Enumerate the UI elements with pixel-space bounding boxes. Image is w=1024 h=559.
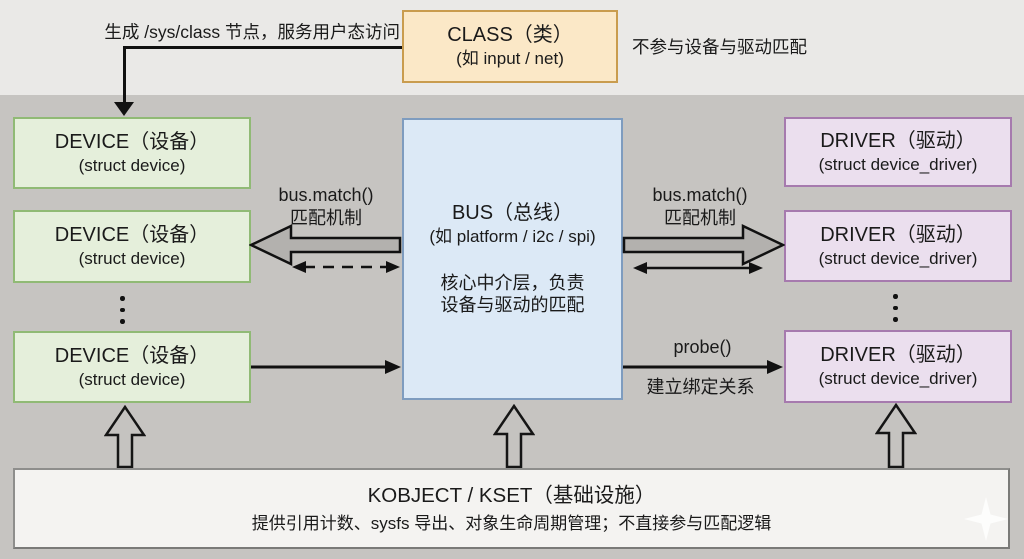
match-left-fn: bus.match() xyxy=(278,185,374,205)
device-title: DEVICE（设备） xyxy=(54,224,210,247)
block-arrow-bus-to-device-icon xyxy=(249,224,402,266)
kobject-title: KOBJECT / KSET（基础设施） xyxy=(367,484,656,508)
device-subtitle: (struct device) xyxy=(78,155,186,175)
device-ellipsis xyxy=(120,296,125,324)
driver-title: DRIVER（驱动） xyxy=(820,344,976,367)
device-title: DEVICE（设备） xyxy=(54,344,210,367)
class-connector-vertical-line xyxy=(123,46,126,103)
sparkle-watermark-icon xyxy=(964,497,1008,541)
driver-title: DRIVER（驱动） xyxy=(820,223,976,246)
device-box-1: DEVICE（设备） (struct device) xyxy=(13,117,251,189)
up-arrow-kobject-to-driver-icon xyxy=(875,403,917,468)
driver-subtitle: (struct device_driver) xyxy=(818,154,978,174)
arrow-probe-icon xyxy=(623,360,783,374)
match-label-left: bus.match() 匹配机制 xyxy=(255,184,397,231)
class-box: CLASS（类） (如 input / net) xyxy=(402,10,618,83)
device-subtitle: (struct device) xyxy=(78,369,186,389)
driver-ellipsis xyxy=(893,294,898,322)
class-connector-arrowhead-icon xyxy=(114,102,134,116)
class-note-left: 生成 /sys/class 节点，服务用户态访问 xyxy=(104,22,400,42)
double-arrow-solid-icon xyxy=(633,262,763,274)
bus-title: BUS（总线） xyxy=(451,202,574,225)
device-subtitle: (struct device) xyxy=(78,249,186,269)
double-arrow-dashed-icon xyxy=(292,261,400,273)
class-subtitle: (如 input / net) xyxy=(456,49,564,69)
up-arrow-kobject-to-device-icon xyxy=(104,405,146,468)
driver-subtitle: (struct device_driver) xyxy=(818,369,978,389)
bus-box: BUS（总线） (如 platform / i2c / spi) 核心中介层，负… xyxy=(402,118,623,400)
driver-subtitle: (struct device_driver) xyxy=(818,248,978,268)
bus-desc-line2: 设备与驱动的匹配 xyxy=(440,295,585,316)
driver-box-3: DRIVER（驱动） (struct device_driver) xyxy=(784,330,1012,403)
driver-box-1: DRIVER（驱动） (struct device_driver) xyxy=(784,117,1012,187)
device-box-3: DEVICE（设备） (struct device) xyxy=(13,331,251,403)
driver-box-2: DRIVER（驱动） (struct device_driver) xyxy=(784,210,1012,282)
bus-desc-line1: 核心中介层，负责 xyxy=(440,272,585,293)
match-label-right: bus.match() 匹配机制 xyxy=(625,184,775,231)
up-arrow-kobject-to-bus-icon xyxy=(493,404,535,468)
bus-subtitle: (如 platform / i2c / spi) xyxy=(429,227,596,247)
device-box-2: DEVICE（设备） (struct device) xyxy=(13,210,251,283)
device-title: DEVICE（设备） xyxy=(54,130,210,153)
class-title: CLASS（类） xyxy=(447,24,573,47)
probe-label: probe() xyxy=(673,337,732,357)
arrow-device-to-bus-icon xyxy=(251,360,401,374)
kobject-box: KOBJECT / KSET（基础设施） 提供引用计数、sysfs 导出、对象生… xyxy=(13,468,1010,549)
block-arrow-bus-to-driver-icon xyxy=(622,224,785,266)
driver-title: DRIVER（驱动） xyxy=(820,129,976,152)
match-right-fn: bus.match() xyxy=(652,185,748,205)
match-right-sub: 匹配机制 xyxy=(664,208,736,229)
match-left-sub: 匹配机制 xyxy=(290,208,362,229)
class-connector-horizontal-line xyxy=(123,46,402,49)
class-note-right: 不参与设备与驱动匹配 xyxy=(632,37,807,57)
probe-sublabel: 建立绑定关系 xyxy=(646,377,755,397)
kobject-subtitle: 提供引用计数、sysfs 导出、对象生命周期管理；不直接参与匹配逻辑 xyxy=(251,513,772,533)
